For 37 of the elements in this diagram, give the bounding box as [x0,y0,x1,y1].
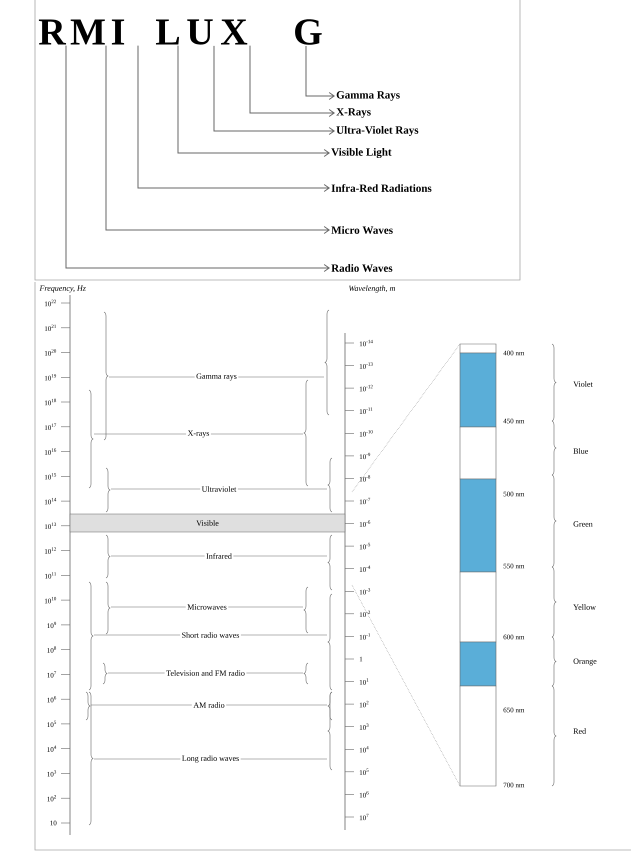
wave-name: Infra-Red Radiations [332,184,432,192]
band-label: X-rays [186,429,211,439]
band-label: Infrared [204,552,234,560]
band-label: Ultraviolet [200,484,238,494]
colour-name: Orange [574,658,596,666]
wave-name: Visible Light [331,148,392,158]
colour-name: Violet [573,381,593,387]
colour-name: Green [574,521,593,527]
band-label: Television and FM radio [164,668,246,678]
wave-name: Ultra-Violet Rays [336,126,418,136]
leader-arrow [106,45,330,234]
band-label: Gamma rays [194,372,238,382]
leader-arrow [306,45,335,100]
mnemonic-letter: M [70,20,105,44]
mnemonic-letter: X [220,20,248,44]
leader-arrow [250,45,335,117]
visible-band: Visible [70,514,346,532]
colour-name: Yellow [573,604,596,610]
leader-arrow [178,45,330,157]
wave-name: Radio Waves [331,264,392,272]
wave-name: Gamma Rays [336,91,400,101]
leader-arrow [214,45,335,135]
mnemonic-letter: G [295,19,322,45]
mnemonic-letter: R [38,20,66,44]
colour-name: Red [573,728,586,734]
wave-name: X-Rays [336,108,371,118]
band-label: Short radio waves [180,630,241,640]
axis-title: Frequency, Hz [39,286,86,292]
axis-title: Wavelength, m [349,285,395,293]
colour-name: Blue [573,448,588,454]
mnemonic-letter: I [112,20,124,44]
mnemonic-letter: U [187,19,213,45]
leader-arrow [138,45,330,192]
leader-arrow [66,45,330,272]
mnemonic-letter: L [156,20,180,44]
band-label: AM radio [192,700,226,710]
wave-name: Micro Waves [331,226,393,234]
